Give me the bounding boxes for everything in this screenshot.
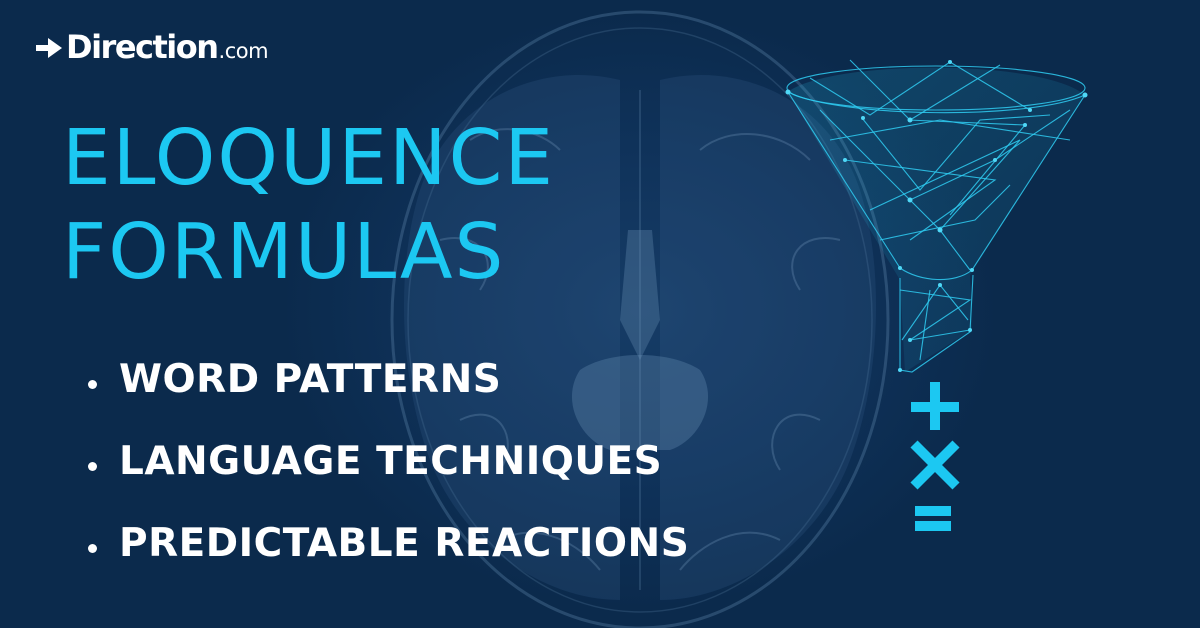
bullet-icon [88,379,97,389]
plus-icon [911,382,959,430]
feature-list: WORD PATTERNS LANGUAGE TECHNIQUES PREDIC… [88,338,689,584]
wireframe-funnel-icon [785,59,1088,373]
arrow-right-icon [36,38,62,58]
bullet-icon [88,543,97,553]
list-item: WORD PATTERNS [88,338,689,420]
brand-tld: .com [218,39,269,63]
list-item-text: LANGUAGE TECHNIQUES [119,438,663,484]
list-item: PREDICTABLE REACTIONS [88,502,689,584]
multiply-icon [910,440,960,490]
headline-line-2: FORMULAS [62,208,506,297]
list-item: LANGUAGE TECHNIQUES [88,420,689,502]
list-item-text: WORD PATTERNS [119,356,502,402]
bullet-icon [88,461,97,471]
brand-logo[interactable]: Direction .com [36,28,269,66]
equals-icon [915,506,951,531]
headline: ELOQUENCE FORMULAS [62,112,555,300]
headline-line-1: ELOQUENCE [62,114,556,203]
list-item-text: PREDICTABLE REACTIONS [119,520,690,566]
brand-name: Direction [66,28,219,66]
math-symbols [910,382,960,531]
